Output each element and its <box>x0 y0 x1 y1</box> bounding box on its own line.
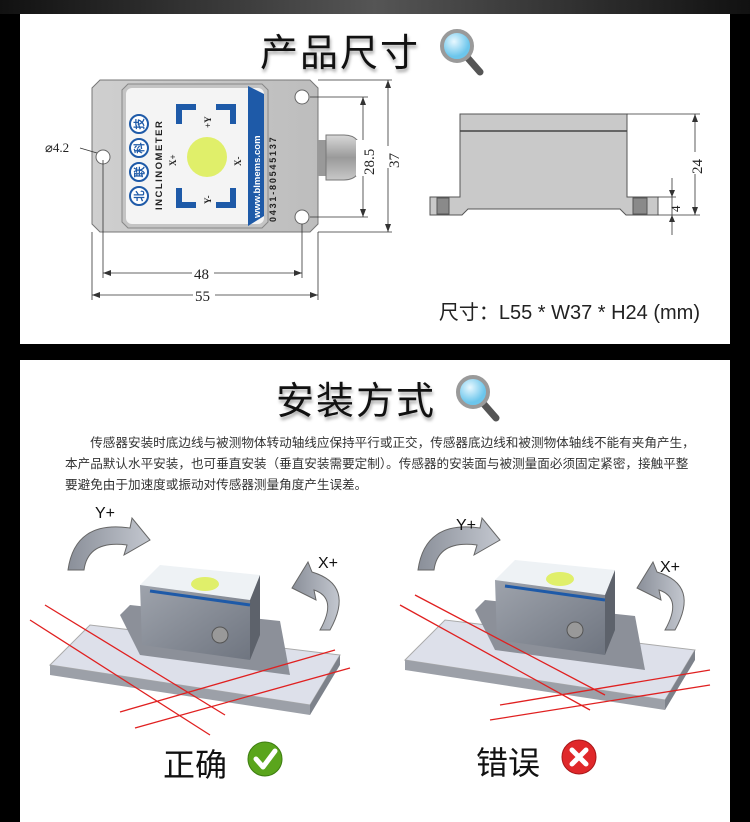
dim-55: 55 <box>195 289 210 305</box>
level-indicator <box>187 137 227 177</box>
section-title: 产品尺寸 <box>260 31 421 75</box>
check-icon <box>247 741 283 777</box>
y-axis-label: Y+ <box>456 517 476 534</box>
dim-28-5: 28.5 <box>362 149 378 175</box>
mount-hole <box>294 89 310 105</box>
dim-hole-diameter: ⌀4.2 <box>45 140 69 155</box>
model-text: INCLINOMETER <box>154 120 165 210</box>
y-rotation-arrow-icon <box>417 516 501 571</box>
verdict-wrong: 错误 <box>476 744 541 782</box>
brand-char: 科 <box>132 143 146 154</box>
y-axis-label: Y+ <box>95 505 115 522</box>
wrong-installation-example: Y+ X+ <box>399 516 711 721</box>
product-dimensions-panel: 产品尺寸 北 联 科 技 <box>20 14 730 344</box>
verdict-correct: 正确 <box>163 746 228 784</box>
mount-hole <box>294 209 310 225</box>
x-rotation-arrow-icon <box>291 560 340 631</box>
cross-icon <box>561 739 597 775</box>
website-text: www.blmems.com <box>252 135 263 219</box>
brand-char: 联 <box>132 167 146 178</box>
x-axis-label: X+ <box>318 555 338 572</box>
top-gradient-bar <box>0 0 750 14</box>
y-rotation-arrow-icon <box>67 516 151 571</box>
dim-24: 24 <box>690 159 706 175</box>
x-axis-label: X+ <box>660 559 680 576</box>
alignment-lines <box>29 604 351 736</box>
dim-48: 48 <box>194 267 209 283</box>
installation-illustrations: Y+ X+ Y+ X+ <box>29 505 711 736</box>
svg-text:X+: X+ <box>168 154 178 166</box>
svg-text:X-: X- <box>233 157 243 167</box>
magnifier-icon <box>440 29 484 76</box>
brand-char: 北 <box>132 191 146 202</box>
brand-char: 技 <box>132 118 146 130</box>
svg-text:Y-: Y- <box>203 195 213 204</box>
correct-installation-example: Y+ X+ <box>29 505 351 736</box>
alignment-lines <box>399 594 711 721</box>
installation-description: 传感器安装时底边线与被测物体转动轴线应保持平行或正交，传感器底边线和被测物体轴线… <box>65 435 695 492</box>
side-view-drawing: 24 4 <box>429 113 706 235</box>
x-rotation-arrow-icon <box>636 560 685 631</box>
size-summary: 尺寸：L55 * W37 * H24 (mm) <box>438 302 700 324</box>
svg-text:+Y: +Y <box>203 116 213 128</box>
dim-37: 37 <box>387 153 403 169</box>
section-title: 安装方式 <box>276 379 437 423</box>
installation-panel: 安装方式 传感器安装时底边线与被测物体转动轴线应保持平行或正交，传感器底边线和被… <box>20 360 730 822</box>
top-view-drawing: 北 联 科 技 INCLINOMETER X+ X- +Y Y- www.blm… <box>45 79 706 305</box>
magnifier-icon <box>456 375 500 422</box>
phone-text: 0431-80545137 <box>268 136 278 222</box>
dim-4: 4 <box>668 205 683 212</box>
